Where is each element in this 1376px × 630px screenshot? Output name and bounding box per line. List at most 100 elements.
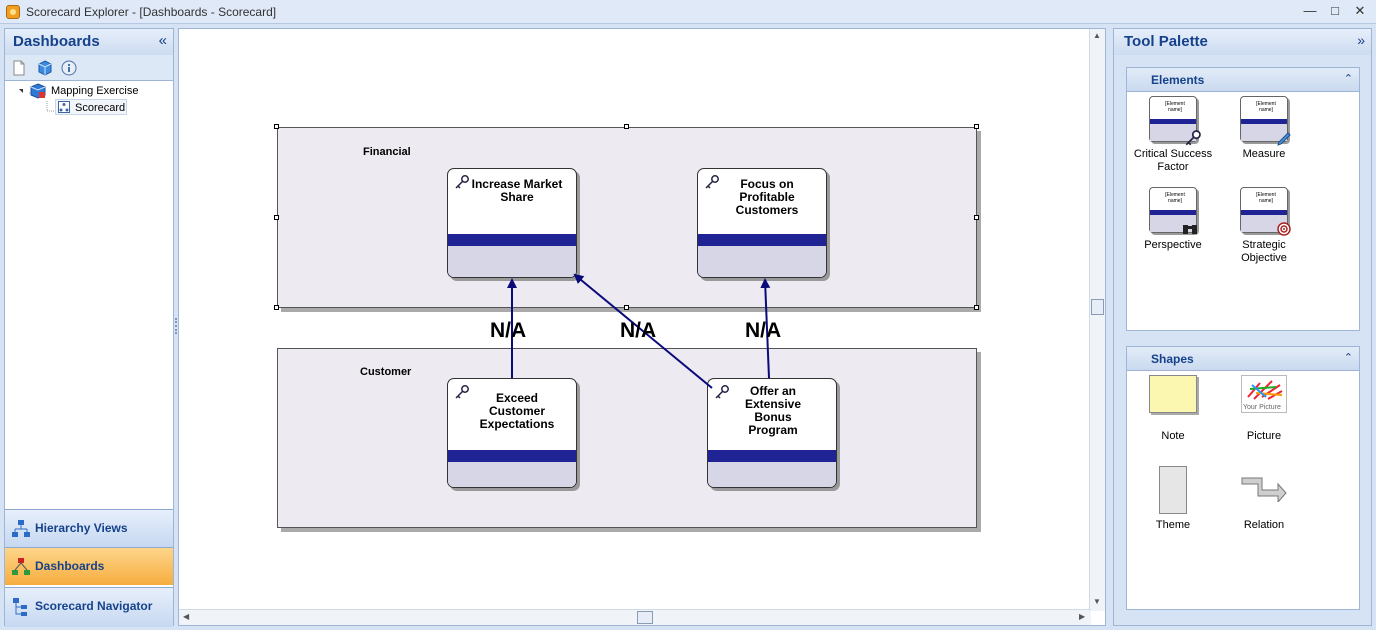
shapes-group-title: Shapes [1151,352,1194,366]
collapse-left-panel-icon[interactable]: « [158,32,167,49]
scroll-left-icon[interactable]: ◀ [183,612,190,621]
selection-handle[interactable] [624,305,629,310]
tool-measure[interactable]: [Element name] Measure [1218,96,1310,161]
tool-label: Measure [1242,148,1286,160]
selection-handle[interactable] [624,124,629,129]
tool-label: Picture [1246,430,1282,442]
navigator-icon [13,598,27,616]
dashboard-tree: Mapping Exercise Scorecard [5,81,173,507]
tool-label: Relation [1243,519,1285,531]
objective-label: Focus on Profitable Customers [735,177,799,217]
tool-picture[interactable]: Your Picture Picture [1218,375,1310,443]
tool-thumb: [Element name] [1149,96,1201,146]
objective-label: Increase Market Share [471,177,563,204]
key-icon [455,385,469,399]
scroll-up-icon[interactable]: ▲ [1093,31,1101,40]
objective-focus-on-profitable-customers[interactable]: Focus on Profitable Customers [697,168,827,278]
nav-hierarchy-views[interactable]: Hierarchy Views [5,509,173,547]
horizontal-scrollbar[interactable]: ◀ ▶ [179,609,1091,625]
selection-handle[interactable] [974,124,979,129]
nav-label: Scorecard Navigator [35,599,153,613]
perspective-label: Financial [363,146,411,158]
tool-palette-title: Tool Palette [1124,33,1208,50]
objective-offer-an-extensive-bonus-program[interactable]: Offer an Extensive Bonus Program [707,378,837,488]
pencil-icon [1277,132,1291,146]
tree-item-label: Scorecard [75,102,126,114]
nav-dashboards[interactable]: Dashboards [5,547,173,585]
nav-scorecard-navigator[interactable]: Scorecard Navigator [5,587,173,627]
scroll-right-icon[interactable]: ▶ [1079,612,1086,621]
binoculars-icon [1183,225,1197,234]
objective-footer [698,246,826,277]
dashboards-panel-title: Dashboards [13,33,100,50]
objective-exceed-customer-expectations[interactable]: Exceed Customer Expectations [447,378,577,488]
tool-theme[interactable]: Theme [1127,466,1219,532]
key-icon [1185,130,1201,146]
collapse-up-icon[interactable]: ⌃ [1343,352,1353,364]
thumb-text: [Element name] [1165,101,1185,113]
tool-label: Note [1161,430,1185,442]
splitter-grip[interactable] [175,318,177,334]
tree-item-label: Mapping Exercise [51,85,139,97]
collapse-right-panel-icon[interactable]: » [1357,32,1365,48]
key-icon [455,175,469,189]
vertical-scrollbar[interactable]: ▲ ▼ [1089,29,1105,611]
objective-bar [448,450,576,462]
selection-handle[interactable] [274,215,279,220]
picture-caption: Your Picture [1243,404,1281,411]
selection-handle[interactable] [274,124,279,129]
objective-footer [448,246,576,277]
note-shape-icon [1149,375,1197,413]
target-icon [1277,222,1291,236]
objective-bar [448,234,576,246]
scorecard-canvas[interactable]: Financial Customer Increase Market Share… [178,28,1106,626]
tool-critical-success-factor[interactable]: [Element name] Critical Success Factor [1127,96,1219,174]
dashboards-toolbar [5,55,173,81]
selection-handle[interactable] [974,215,979,220]
relation-shape-icon [1241,477,1287,502]
maximize-button[interactable]: □ [1331,3,1339,18]
cube-icon [30,83,46,99]
selection-handle[interactable] [974,305,979,310]
thumb-text: [Element name] [1165,192,1185,204]
tool-palette-header: Tool Palette » [1114,29,1371,55]
new-document-icon[interactable] [11,60,27,76]
app-icon [6,5,20,19]
objective-bar [698,234,826,246]
tool-label: Strategic Objective [1241,239,1287,264]
tool-thumb: [Element name] [1240,187,1291,236]
elements-group-header[interactable]: Elements ⌃ [1127,68,1359,92]
objective-increase-market-share[interactable]: Increase Market Share [447,168,577,278]
collapse-up-icon[interactable]: ⌃ [1343,73,1353,85]
elements-group-title: Elements [1151,73,1205,87]
picture-shape-icon: Your Picture [1241,375,1287,413]
relation-label: N/A [620,319,657,342]
elements-group: Elements ⌃ [Element name] Critical Succe… [1126,67,1360,331]
shapes-group: Shapes ⌃ Note Your Picture Picture Theme [1126,346,1360,610]
minimize-button[interactable]: — [1303,3,1317,18]
dashboards-panel: Dashboards « Mapping Exercise Scorec [4,28,174,627]
info-icon[interactable] [61,60,77,76]
relation-label: N/A [745,319,782,342]
tool-thumb: [Element name] [1240,96,1291,146]
relation-label: N/A [490,319,527,342]
tool-relation[interactable]: Relation [1218,466,1310,532]
tool-note[interactable]: Note [1127,375,1219,443]
tool-strategic-objective[interactable]: [Element name] Strategic Objective [1218,187,1310,265]
horizontal-scroll-thumb[interactable] [637,611,653,624]
vertical-scroll-thumb[interactable] [1091,299,1104,315]
tool-perspective[interactable]: [Element name] Perspective [1127,187,1219,252]
thumb-text: [Element name] [1256,101,1276,113]
objective-footer [708,462,836,487]
nav-label: Dashboards [35,559,105,573]
cube-icon[interactable] [37,60,53,76]
close-button[interactable]: ✕ [1354,3,1366,18]
thumb-text: [Element name] [1256,192,1276,204]
tree-item-scorecard[interactable]: Scorecard [55,99,127,115]
shapes-group-header[interactable]: Shapes ⌃ [1127,347,1359,371]
selection-handle[interactable] [274,305,279,310]
hierarchy-icon [12,520,30,537]
objective-label: Offer an Extensive Bonus Program [744,384,802,437]
scroll-down-icon[interactable]: ▼ [1093,597,1101,606]
picture-scribble-icon [1247,380,1283,400]
